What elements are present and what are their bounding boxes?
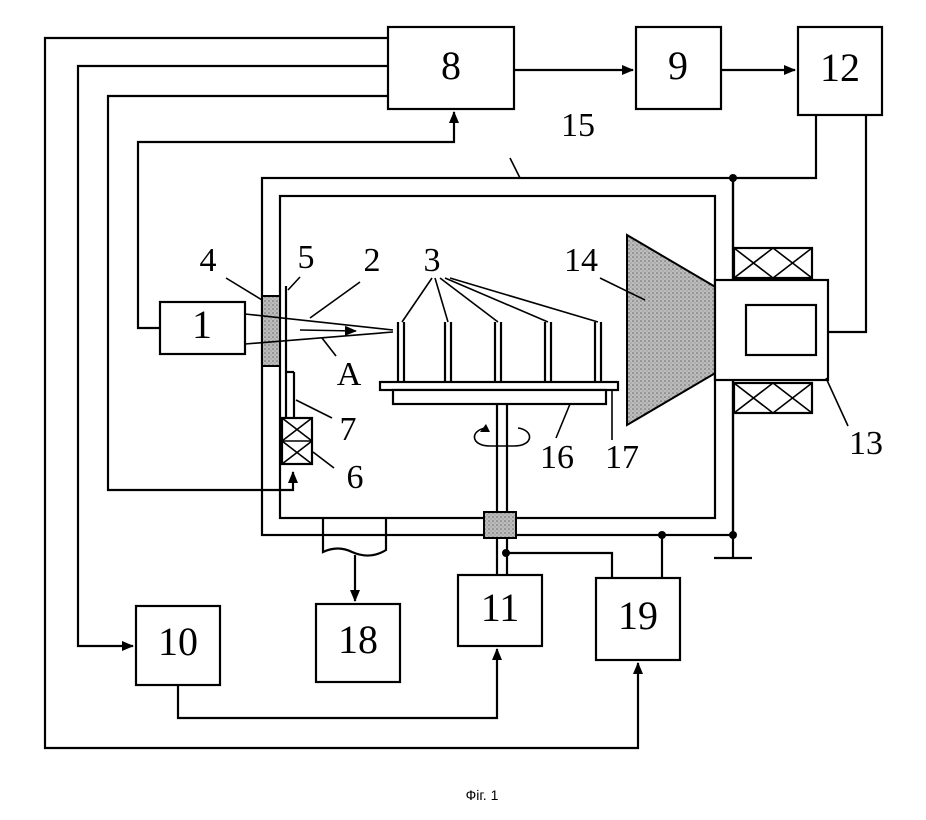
- callout-3: 3: [424, 242, 441, 279]
- window-4: [261, 295, 281, 367]
- callout-16: 16: [540, 439, 574, 476]
- block-18: 18: [314, 602, 402, 684]
- block-12-label: 12: [820, 45, 860, 90]
- block-10: 10: [134, 604, 222, 687]
- wiring: [43, 36, 868, 750]
- block-12: 12: [796, 25, 884, 117]
- magnetron-13: [713, 246, 830, 415]
- laser-beam-2: [244, 313, 394, 357]
- block-11: 11: [456, 573, 544, 648]
- rotary-table-16: [391, 388, 608, 539]
- target-holder-17: [378, 380, 620, 392]
- block-19-label: 19: [618, 593, 658, 638]
- block-9-label: 9: [668, 43, 688, 88]
- callout-2: 2: [364, 242, 381, 279]
- leader-lines: [225, 157, 849, 469]
- callout-6: 6: [347, 459, 364, 496]
- block-9: 9: [634, 25, 723, 111]
- callout-7: 7: [340, 411, 357, 448]
- block-18-label: 18: [338, 617, 378, 662]
- callout-17: 17: [605, 439, 639, 476]
- callout-4: 4: [200, 242, 217, 279]
- coil-6: [280, 416, 314, 466]
- block-8: 8: [386, 25, 516, 111]
- figure-caption: Фіг. 1: [466, 787, 499, 803]
- targets-3: [396, 277, 603, 382]
- block-19: 19: [594, 576, 682, 662]
- callout-A: A: [337, 356, 362, 393]
- callout-13: 13: [849, 425, 883, 462]
- block-11-label: 11: [481, 585, 520, 630]
- callout-labels: 4 5 2 3 14 15 A 7 6 16 17 13: [200, 107, 884, 496]
- callout-5: 5: [298, 239, 315, 276]
- block-1-label: 1: [192, 302, 212, 347]
- block-1: 1: [158, 300, 247, 356]
- callout-15: 15: [561, 107, 595, 144]
- block-8-label: 8: [441, 43, 461, 88]
- block-10-label: 10: [158, 619, 198, 664]
- screen-5: [284, 286, 296, 418]
- callout-14: 14: [564, 242, 598, 279]
